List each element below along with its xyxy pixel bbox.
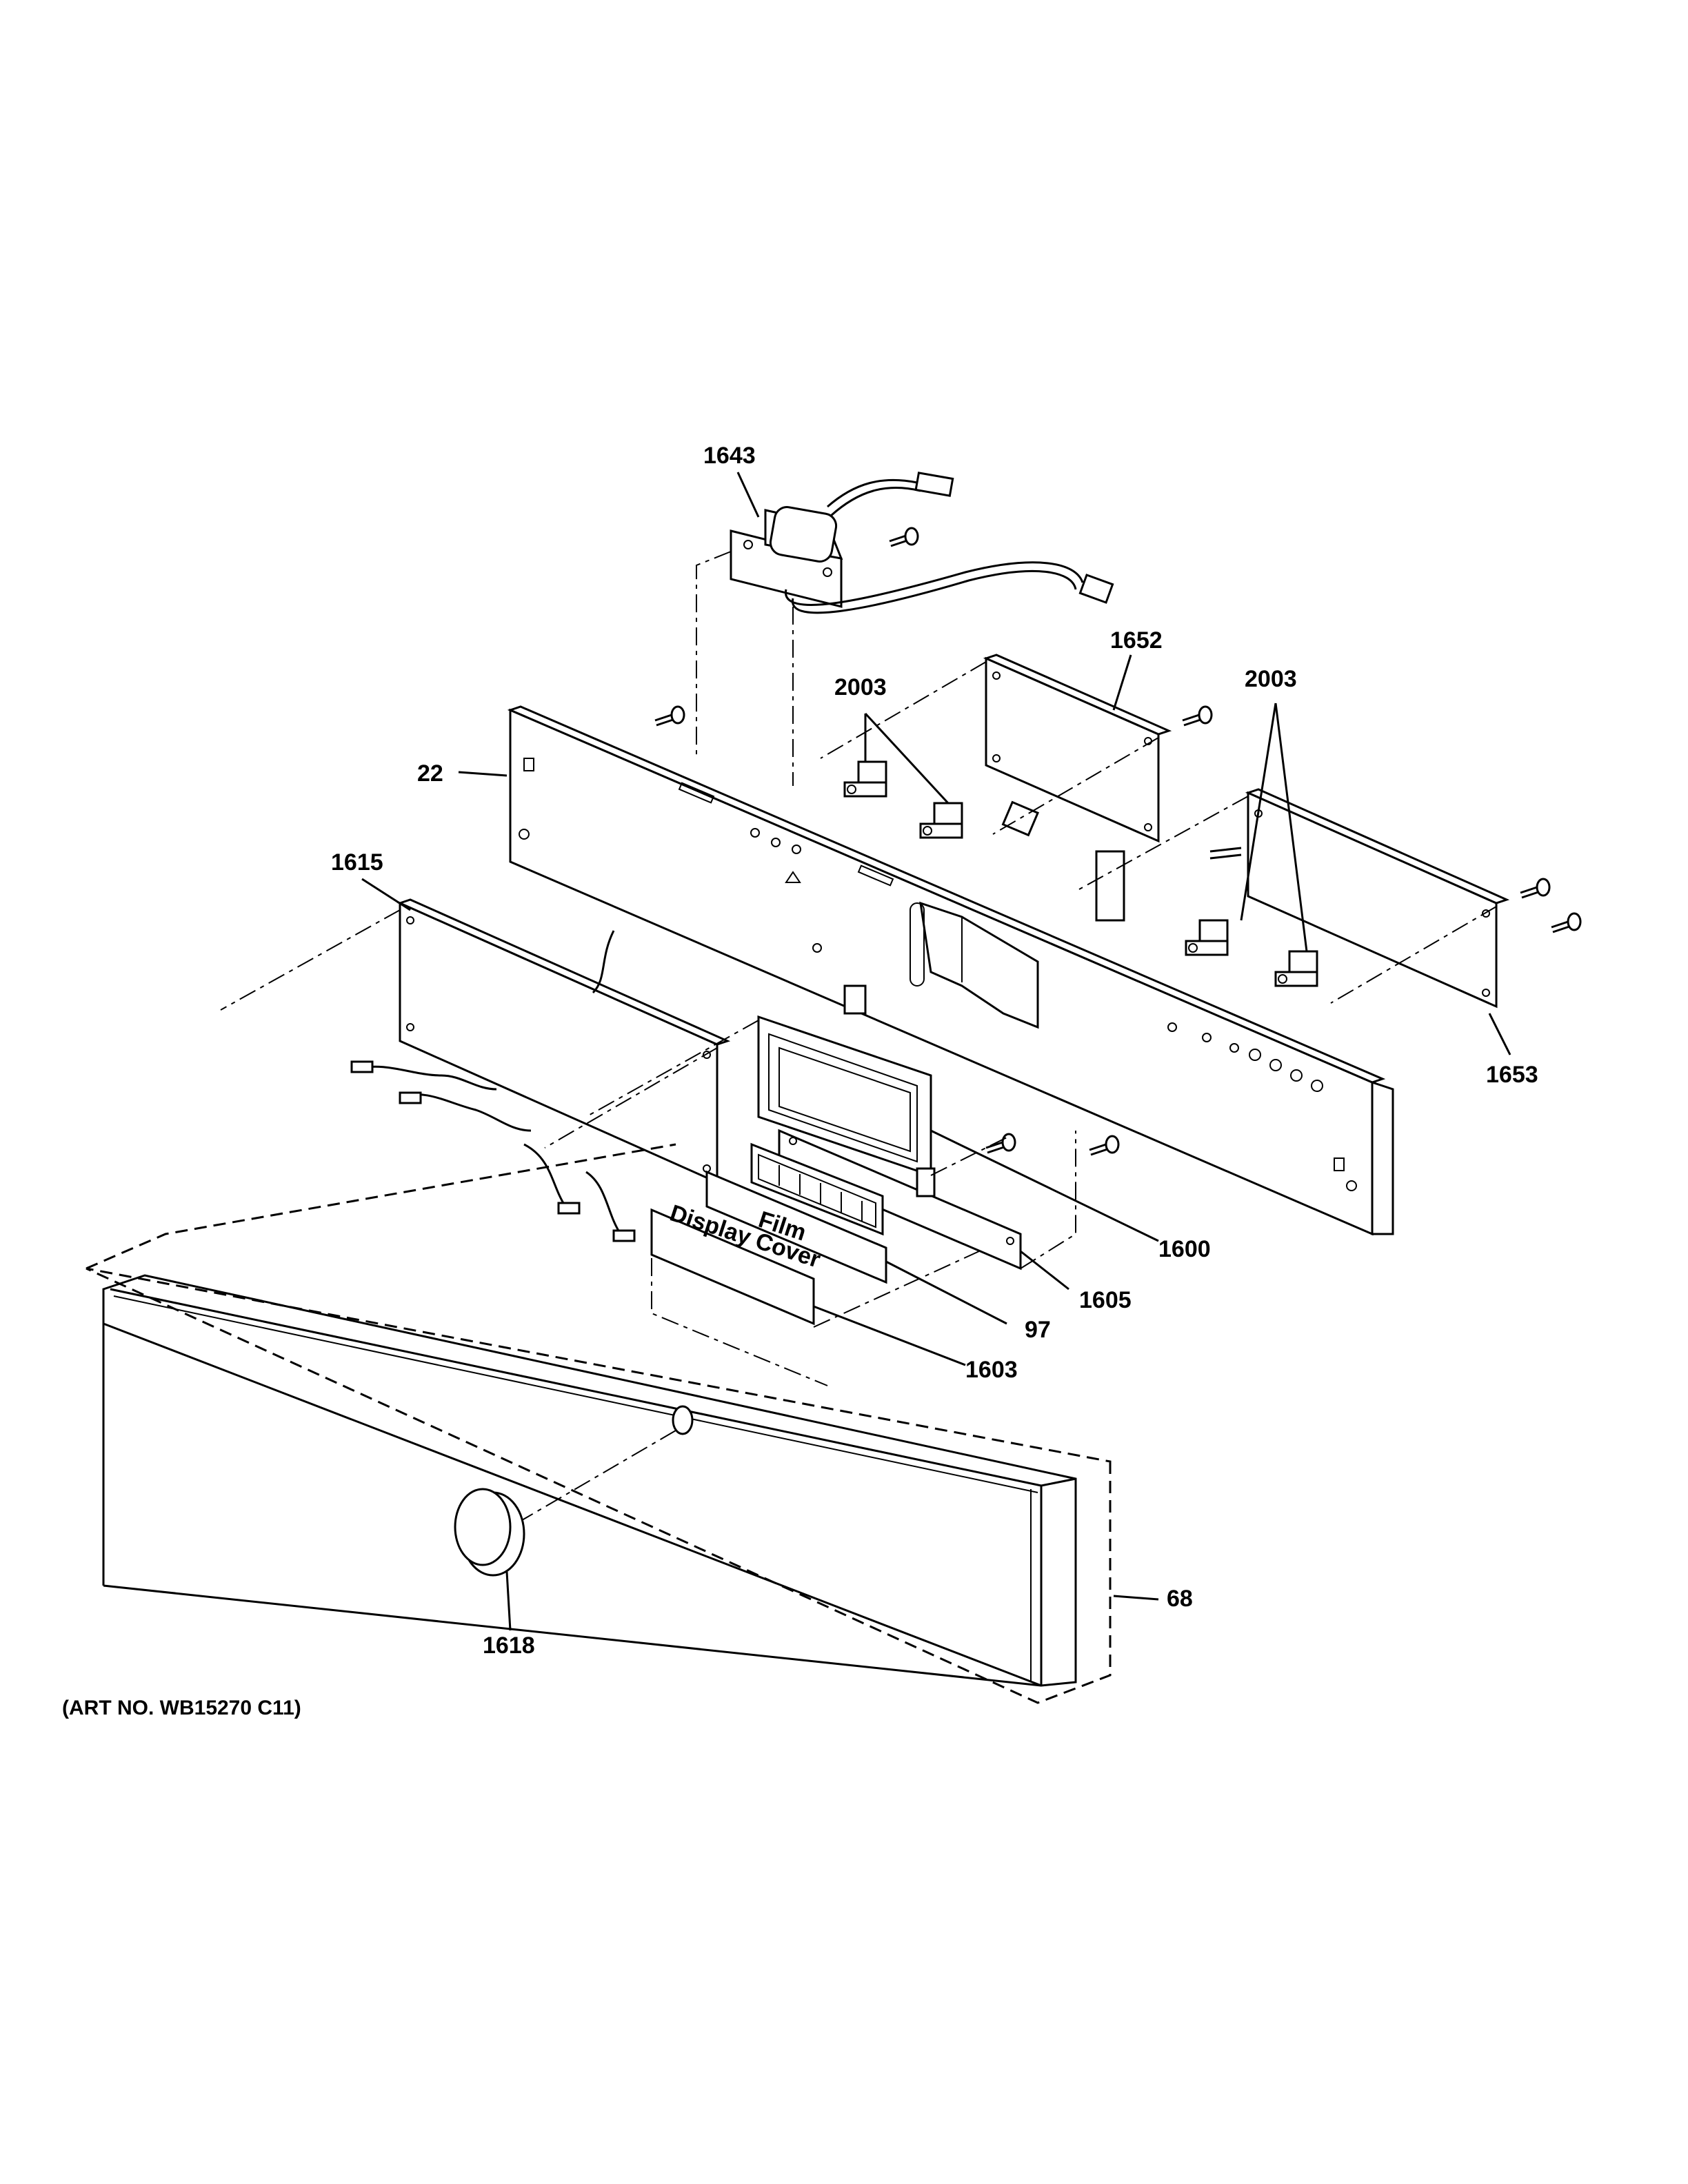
callout-22: 22 <box>417 760 443 787</box>
callout-2003-left: 2003 <box>834 674 887 700</box>
board-1652 <box>983 654 1172 843</box>
transformer-1643 <box>730 472 1114 614</box>
callout-1652: 1652 <box>1110 627 1163 654</box>
switch-2003 <box>1274 950 1318 987</box>
screw <box>985 1133 1016 1154</box>
knob-hole <box>672 1405 694 1435</box>
callout-1643: 1643 <box>703 443 756 469</box>
screw <box>1551 912 1582 933</box>
spacer <box>1001 800 1040 837</box>
spacer <box>1095 850 1125 922</box>
callout-1605: 1605 <box>1079 1287 1132 1313</box>
switch-2003 <box>843 760 887 798</box>
switch-2003 <box>919 802 963 839</box>
screw <box>1520 878 1551 899</box>
callout-68: 68 <box>1167 1586 1193 1612</box>
callout-97: 97 <box>1025 1317 1051 1343</box>
knob-alignment-line <box>510 1430 676 1528</box>
callout-1603: 1603 <box>965 1357 1018 1383</box>
callout-2003-right: 2003 <box>1245 666 1297 692</box>
callout-1600: 1600 <box>1158 1236 1211 1262</box>
board-1615 <box>350 898 731 1242</box>
switch-2003 <box>1185 919 1229 956</box>
callout-1615: 1615 <box>331 849 383 876</box>
screw <box>889 527 919 547</box>
callout-1653: 1653 <box>1486 1062 1538 1088</box>
film-97: Film <box>705 1170 887 1284</box>
leader-lines <box>361 472 1511 1631</box>
callout-1618: 1618 <box>483 1632 535 1659</box>
art-number: (ART NO. WB15270 C11) <box>62 1697 301 1719</box>
spacer <box>843 984 867 1015</box>
assembly-boundary-dashed <box>86 1143 1112 1704</box>
screw <box>1182 705 1213 727</box>
assembly-lines <box>220 551 1497 1386</box>
screw <box>654 705 685 727</box>
board-1653 <box>1209 788 1510 1009</box>
screw <box>1089 1135 1120 1156</box>
knob-1618 <box>454 1488 525 1577</box>
control-panel-bracket-22 <box>507 705 1394 1236</box>
